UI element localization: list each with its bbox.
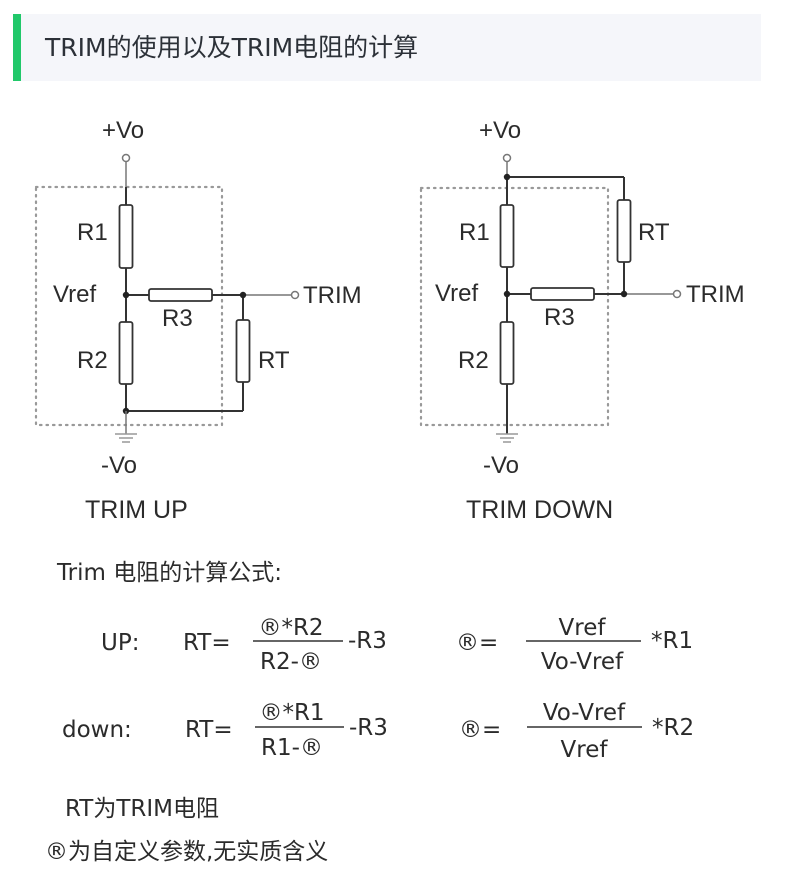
trim-terminal	[672, 289, 682, 299]
r2-label: R2	[458, 347, 489, 374]
ground-icon	[115, 433, 137, 443]
header-accent-bar	[13, 14, 21, 81]
trim-down-caption: TRIM DOWN	[466, 496, 613, 524]
trim-label: TRIM	[686, 281, 745, 308]
r3-label: R3	[544, 304, 575, 331]
formula-up-label: UP:	[101, 630, 139, 656]
resistor-r2	[499, 321, 515, 385]
formula-down-numerator: ®*R1	[259, 700, 324, 726]
vref-node	[122, 291, 130, 299]
junction-node	[503, 173, 511, 181]
plus-vo-terminal	[121, 153, 131, 163]
plus-vo-label: +Vo	[479, 117, 521, 144]
trim-up-caption: TRIM UP	[85, 496, 188, 524]
minus-vo-label: -Vo	[101, 452, 137, 479]
formula-heading: Trim 电阻的计算公式:	[56, 560, 282, 586]
resistor-r1	[499, 204, 515, 268]
ground-icon	[496, 433, 518, 443]
resistor-r3	[148, 288, 213, 302]
rt-label: RT	[258, 347, 290, 374]
module-boundary	[34, 185, 224, 427]
junction-node	[620, 290, 628, 298]
param-down-denominator: Vref	[561, 737, 609, 763]
resistor-r2	[118, 321, 134, 385]
resistor-r3	[530, 287, 595, 301]
formula-up-suffix: -R3	[348, 628, 387, 654]
note-param-definition: ®为自定义参数,无实质含义	[45, 839, 329, 865]
resistor-rt	[616, 199, 632, 263]
param-up-numerator: Vref	[559, 615, 607, 641]
trim-up-diagram: +Vo R1 Vref R3 R2 RT TRIM -Vo TRIM UP	[34, 117, 362, 524]
vref-node	[503, 290, 511, 298]
minus-vo-label: -Vo	[483, 452, 519, 479]
param-down-numerator: Vo-Vref	[543, 700, 626, 726]
formula-up-numerator: ®*R2	[258, 615, 323, 641]
vref-label: Vref	[53, 281, 96, 308]
formula-down-suffix: -R3	[349, 715, 388, 741]
vref-label: Vref	[435, 280, 478, 307]
plus-vo-label: +Vo	[102, 117, 144, 144]
formula-up: UP: RT= ®*R2 R2-® -R3 ®= Vref Vo-Vref *R…	[101, 615, 693, 675]
resistor-r1	[118, 204, 134, 269]
rt-label: RT	[638, 219, 670, 246]
trim-terminal	[290, 290, 300, 300]
plus-vo-terminal	[502, 153, 512, 163]
note-rt-definition: RT为TRIM电阻	[65, 796, 220, 822]
param-down-suffix: *R2	[652, 715, 694, 741]
junction-node	[239, 291, 247, 299]
formula-up-denominator: R2-®	[260, 649, 322, 675]
param-down-prefix: ®=	[459, 717, 501, 743]
resistor-rt	[235, 319, 251, 383]
trim-label: TRIM	[303, 282, 362, 309]
r3-label: R3	[162, 305, 193, 332]
module-boundary	[419, 186, 610, 427]
r1-label: R1	[459, 219, 490, 246]
param-up-prefix: ®=	[456, 630, 498, 656]
formula-down-denominator: R1-®	[261, 735, 323, 761]
r2-label: R2	[77, 347, 108, 374]
param-up-denominator: Vo-Vref	[541, 649, 624, 675]
formula-down-label: down:	[62, 717, 132, 743]
param-up-suffix: *R1	[651, 628, 693, 654]
formula-down: down: RT= ®*R1 R1-® -R3 ®= Vo-Vref Vref …	[62, 700, 694, 763]
section-header: TRIM的使用以及TRIM电阻的计算	[13, 14, 761, 81]
r1-label: R1	[77, 219, 108, 246]
trim-down-diagram: +Vo R1 Vref R3 R2 RT TRIM -Vo TRIM DOWN	[419, 117, 745, 524]
formula-down-rt-prefix: RT=	[185, 717, 233, 743]
page-title: TRIM的使用以及TRIM电阻的计算	[45, 33, 419, 62]
formula-up-rt-prefix: RT=	[183, 630, 231, 656]
